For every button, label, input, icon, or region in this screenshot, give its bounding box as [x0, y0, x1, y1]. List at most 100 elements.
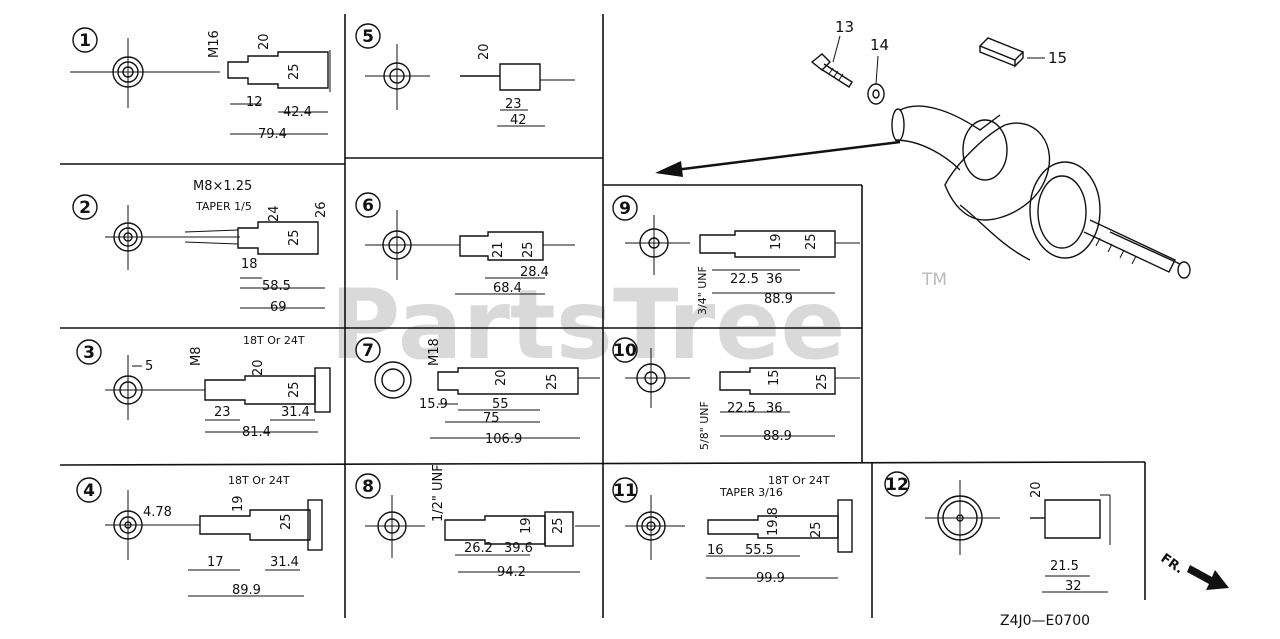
svg-text:55.5: 55.5 — [745, 543, 774, 558]
svg-text:36: 36 — [766, 401, 783, 416]
svg-text:31.4: 31.4 — [281, 405, 310, 420]
variant-2: 2 M8×1.25 TAPER 1/5 24 26 25 18 58.5 69 — [72, 179, 329, 315]
svg-text:12: 12 — [885, 475, 909, 495]
svg-text:4.78: 4.78 — [143, 505, 172, 520]
svg-text:2: 2 — [79, 198, 91, 218]
svg-text:23: 23 — [505, 97, 522, 112]
crankshaft-assembly: 13 14 15 — [655, 18, 1191, 279]
callout-15: 15 — [1048, 49, 1067, 67]
svg-text:88.9: 88.9 — [763, 429, 792, 444]
dim-label: 25 — [287, 63, 302, 80]
svg-text:22.5: 22.5 — [730, 272, 759, 287]
svg-text:18T Or 24T: 18T Or 24T — [768, 474, 830, 487]
svg-text:89.9: 89.9 — [232, 583, 261, 598]
svg-text:68.4: 68.4 — [493, 281, 522, 296]
svg-text:42: 42 — [510, 113, 527, 128]
variant-9: 9 3/4" UNF 19 25 22.5 36 88.9 — [612, 195, 860, 315]
svg-text:5: 5 — [145, 359, 153, 374]
svg-text:3/4" UNF: 3/4" UNF — [696, 266, 709, 315]
svg-text:25: 25 — [551, 517, 566, 534]
front-indicator: FR. — [1158, 551, 1229, 590]
svg-text:M18: M18 — [427, 338, 442, 366]
dim-label: 20 — [257, 33, 272, 50]
svg-text:26: 26 — [314, 201, 329, 218]
dim-label: 42.4 — [283, 105, 312, 120]
callout-14: 14 — [870, 36, 889, 54]
svg-text:3: 3 — [83, 343, 95, 363]
svg-text:81.4: 81.4 — [242, 425, 271, 440]
svg-text:25: 25 — [279, 513, 294, 530]
svg-text:19.8: 19.8 — [766, 507, 781, 536]
variant-1: 1 M16 20 25 12 42.4 79.4 — [70, 27, 331, 142]
svg-text:4: 4 — [83, 481, 95, 501]
svg-text:26.2: 26.2 — [464, 541, 493, 556]
svg-text:M8: M8 — [189, 347, 204, 367]
svg-text:17: 17 — [207, 555, 224, 570]
svg-text:25: 25 — [804, 233, 819, 250]
svg-text:36: 36 — [766, 272, 783, 287]
svg-text:19: 19 — [519, 517, 534, 534]
svg-text:19: 19 — [769, 233, 784, 250]
svg-text:5: 5 — [362, 27, 374, 47]
variant-8: 8 1/2" UNF 19 25 26.2 39.6 94.2 — [355, 464, 600, 580]
svg-text:5/8" UNF: 5/8" UNF — [698, 401, 711, 450]
svg-text:25: 25 — [545, 373, 560, 390]
watermark: PartsTree — [330, 269, 845, 381]
svg-text:18T Or 24T: 18T Or 24T — [228, 474, 290, 487]
svg-text:9: 9 — [619, 199, 631, 219]
svg-text:28.4: 28.4 — [520, 265, 549, 280]
svg-text:M8×1.25: M8×1.25 — [193, 179, 252, 194]
variant-12: 12 20 21.5 32 — [884, 471, 1111, 594]
svg-text:69: 69 — [270, 300, 287, 315]
svg-text:15.9: 15.9 — [419, 397, 448, 412]
svg-text:55: 55 — [492, 397, 509, 412]
grid-lines — [59, 14, 1146, 618]
crankshaft-body — [891, 105, 1191, 279]
svg-text:11: 11 — [613, 481, 637, 501]
svg-text:18T Or 24T: 18T Or 24T — [243, 334, 305, 347]
svg-text:106.9: 106.9 — [485, 432, 522, 447]
trademark: TM — [921, 270, 947, 290]
svg-text:24: 24 — [267, 205, 282, 222]
figure-code: Z4J0—E0700 — [1000, 613, 1090, 629]
front-arrow-icon — [1187, 565, 1229, 590]
svg-text:25: 25 — [287, 229, 302, 246]
svg-text:32: 32 — [1065, 579, 1082, 594]
variant-4: 4 4.78 18T Or 24T 19 25 17 31.4 89.9 — [76, 474, 323, 598]
svg-text:7: 7 — [362, 341, 374, 361]
direction-arrow — [655, 140, 901, 177]
svg-text:20: 20 — [251, 359, 266, 376]
svg-text:1/2" UNF: 1/2" UNF — [431, 464, 446, 522]
dim-label: M16 — [207, 30, 222, 58]
variant-5: 5 20 23 42 — [355, 23, 575, 128]
svg-text:25: 25 — [521, 241, 536, 258]
front-label: FR. — [1158, 551, 1186, 577]
svg-text:10: 10 — [613, 341, 637, 361]
svg-text:16: 16 — [707, 543, 724, 558]
svg-text:25: 25 — [287, 381, 302, 398]
svg-text:88.9: 88.9 — [764, 292, 793, 307]
bolt-13 — [810, 53, 853, 88]
svg-text:25: 25 — [815, 373, 830, 390]
svg-text:94.2: 94.2 — [497, 565, 526, 580]
variant-number: 1 — [79, 31, 91, 51]
svg-text:23: 23 — [214, 405, 231, 420]
variant-10: 10 5/8" UNF 15 25 22.5 36 88.9 — [612, 337, 860, 450]
svg-text:TAPER 3/16: TAPER 3/16 — [719, 486, 783, 499]
svg-text:25: 25 — [809, 521, 824, 538]
svg-text:39.6: 39.6 — [504, 541, 533, 556]
svg-text:75: 75 — [483, 411, 500, 426]
svg-text:8: 8 — [362, 477, 374, 497]
svg-text:18: 18 — [241, 257, 258, 272]
svg-text:58.5: 58.5 — [262, 279, 291, 294]
variant-3: 3 5 M8 18T Or 24T 20 25 23 31.4 81.4 — [76, 334, 331, 440]
svg-text:31.4: 31.4 — [270, 555, 299, 570]
svg-text:99.9: 99.9 — [756, 571, 785, 586]
svg-text:21: 21 — [491, 241, 506, 258]
key-15 — [978, 37, 1025, 68]
svg-text:20: 20 — [477, 43, 492, 60]
svg-text:20: 20 — [1029, 481, 1044, 498]
variant-6: 6 21 25 28.4 68.4 — [355, 192, 575, 296]
washer-14 — [867, 83, 885, 105]
